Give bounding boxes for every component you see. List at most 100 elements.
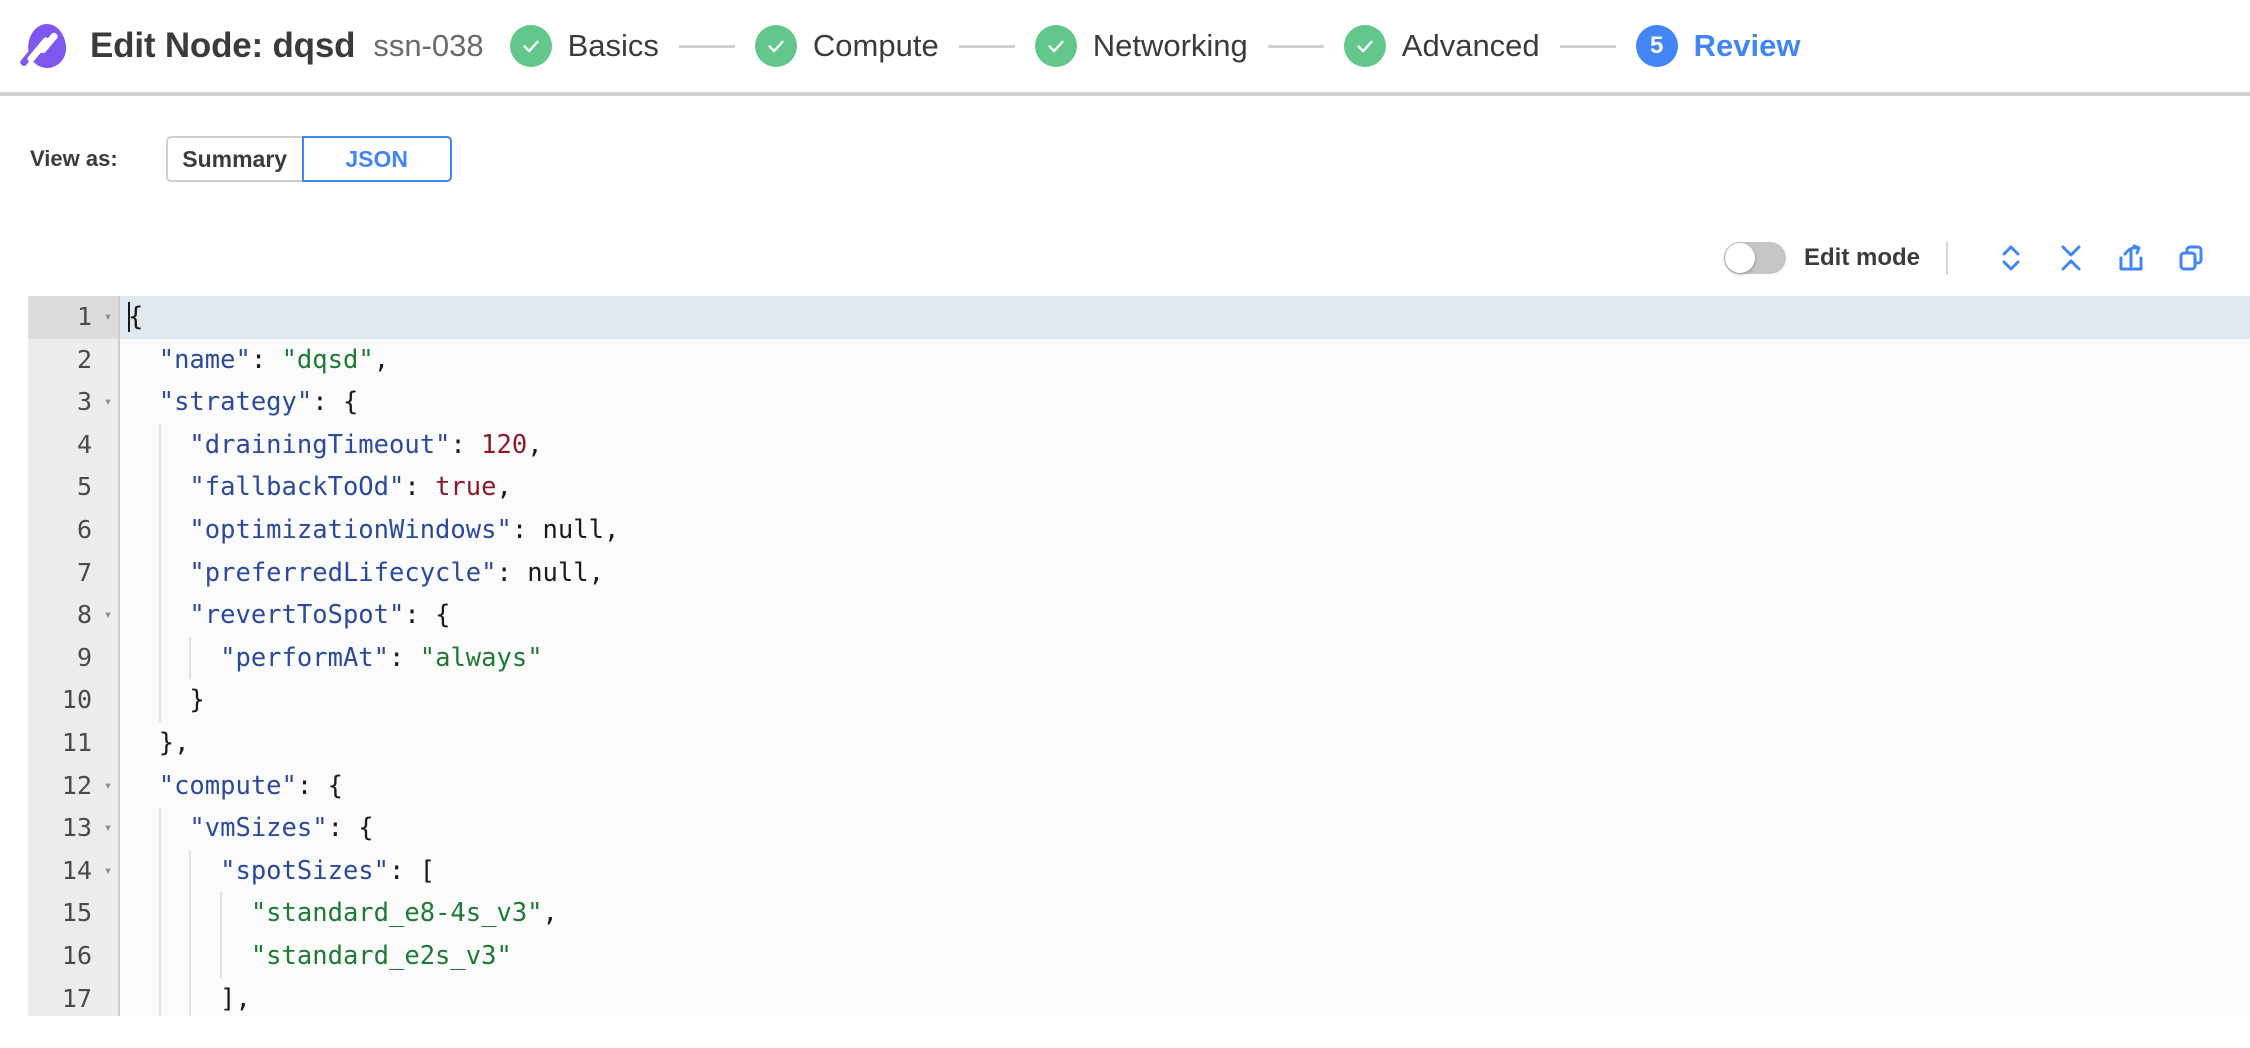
edit-mode-toggle-knob <box>1724 243 1755 273</box>
code-text: { <box>120 296 2250 339</box>
view-as-json-button[interactable]: JSON <box>301 136 452 182</box>
indent <box>128 765 159 808</box>
code-line[interactable]: 17 ], <box>28 977 2250 1016</box>
indent-guide <box>158 466 161 509</box>
line-number: 1 <box>28 296 98 339</box>
indent-guide <box>189 892 192 935</box>
step-advanced[interactable]: Advanced <box>1343 25 1540 67</box>
expand-all-icon[interactable] <box>1988 238 2034 278</box>
view-as-toggle-group: Summary JSON <box>165 136 452 182</box>
json-token: : { <box>327 813 374 844</box>
check-icon <box>523 40 539 53</box>
code-line[interactable]: 9 "performAt": "always" <box>28 636 2250 680</box>
step-advanced-marker <box>1343 25 1386 67</box>
code-line[interactable]: 10 } <box>28 679 2250 722</box>
fold-toggle-icon[interactable]: ▾ <box>98 849 120 893</box>
json-token: : <box>450 429 482 460</box>
code-line[interactable]: 5 "fallbackToOd": true, <box>28 466 2250 509</box>
fold-toggle-icon[interactable]: ▾ <box>98 381 120 424</box>
fold-spacer <box>98 466 120 509</box>
code-text: }, <box>120 722 2250 765</box>
code-line[interactable]: 3▾ "strategy": { <box>28 381 2250 424</box>
page-title: Edit Node: dqsd <box>90 26 356 65</box>
fold-toggle-icon[interactable]: ▾ <box>98 594 120 637</box>
code-line[interactable]: 16 "standard_e2s_v3" <box>28 934 2250 978</box>
code-line[interactable]: 6 "optimizationWindows": null, <box>28 508 2250 552</box>
code-line[interactable]: 14▾ "spotSizes": [ <box>28 849 2250 893</box>
json-editor[interactable]: 1▾{2 "name": "dqsd",3▾ "strategy": {4 "d… <box>28 296 2250 1016</box>
step-networking[interactable]: Networking <box>1034 25 1248 67</box>
json-token: "performAt" <box>220 642 390 673</box>
indent-guide <box>158 551 161 595</box>
text-cursor <box>128 302 130 333</box>
indent <box>128 722 159 765</box>
json-token: "drainingTimeout" <box>189 429 451 460</box>
json-token: : { <box>404 600 451 631</box>
code-text: "preferredLifecycle": null, <box>120 551 2250 595</box>
step-review[interactable]: 5 Review <box>1635 25 1801 67</box>
page-header: Edit Node: dqsd ssn-038 Basics Compute <box>0 0 2250 96</box>
json-token: , <box>588 557 604 588</box>
chevrons-collapse-icon <box>2061 245 2081 271</box>
fold-spacer <box>98 977 120 1016</box>
line-number: 10 <box>28 679 98 722</box>
fold-toggle-icon[interactable]: ▾ <box>98 296 120 339</box>
code-text: "spotSizes": [ <box>120 849 2250 893</box>
code-line[interactable]: 12▾ "compute": { <box>28 764 2250 808</box>
toolbar-divider <box>1946 241 1948 275</box>
code-text: "fallbackToOd": true, <box>120 466 2250 509</box>
indent-guide <box>189 636 192 680</box>
json-token: null <box>542 514 604 545</box>
json-token: "compute" <box>158 770 297 801</box>
export-icon[interactable] <box>2108 238 2154 278</box>
indent <box>128 381 159 424</box>
code-line[interactable]: 1▾{ <box>28 296 2250 339</box>
json-token: , <box>496 472 512 503</box>
fold-spacer <box>98 636 120 680</box>
json-token: : [ <box>389 855 436 886</box>
json-token: : { <box>296 770 343 801</box>
json-token: , <box>542 898 558 929</box>
code-text: "vmSizes": { <box>120 807 2250 850</box>
code-line[interactable]: 8▾ "revertToSpot": { <box>28 594 2250 637</box>
copy-icon[interactable] <box>2168 238 2214 278</box>
indent-guide <box>158 679 161 722</box>
code-text: "revertToSpot": { <box>120 594 2250 637</box>
fold-toggle-icon[interactable]: ▾ <box>98 764 120 808</box>
step-compute-label: Compute <box>812 28 939 63</box>
check-icon <box>1048 40 1064 53</box>
code-line[interactable]: 4 "drainingTimeout": 120, <box>28 423 2250 467</box>
line-number: 7 <box>28 551 98 595</box>
code-text: "optimizationWindows": null, <box>120 508 2250 552</box>
step-compute[interactable]: Compute <box>754 25 939 67</box>
check-icon <box>768 40 784 53</box>
code-line[interactable]: 13▾ "vmSizes": { <box>28 807 2250 850</box>
code-line[interactable]: 11 }, <box>28 721 2250 765</box>
json-token: "vmSizes" <box>189 813 328 844</box>
line-number: 8 <box>28 594 98 637</box>
indent-guide <box>219 934 222 978</box>
line-number: 16 <box>28 934 98 978</box>
code-line[interactable]: 2 "name": "dqsd", <box>28 338 2250 382</box>
editor-toolbar: Edit mode <box>0 234 2250 282</box>
fold-spacer <box>98 679 120 722</box>
step-compute-marker <box>754 25 797 67</box>
view-as-summary-button[interactable]: Summary <box>165 136 304 182</box>
json-token: : <box>496 557 528 588</box>
step-basics[interactable]: Basics <box>509 25 659 67</box>
code-line[interactable]: 15 "standard_e8-4s_v3", <box>28 892 2250 935</box>
json-token: }, <box>158 727 190 758</box>
collapse-all-icon[interactable] <box>2048 238 2094 278</box>
json-token: "always" <box>419 642 543 673</box>
fold-spacer <box>98 423 120 467</box>
code-line[interactable]: 7 "preferredLifecycle": null, <box>28 551 2250 595</box>
step-networking-marker <box>1034 25 1077 67</box>
edit-mode-toggle[interactable] <box>1723 242 1786 274</box>
fold-toggle-icon[interactable]: ▾ <box>98 807 120 850</box>
json-token: true <box>435 472 497 503</box>
step-basics-marker <box>509 25 552 67</box>
step-review-marker: 5 <box>1635 25 1678 67</box>
indent-guide <box>189 849 192 893</box>
step-advanced-label: Advanced <box>1401 28 1540 63</box>
line-number: 5 <box>28 466 98 509</box>
